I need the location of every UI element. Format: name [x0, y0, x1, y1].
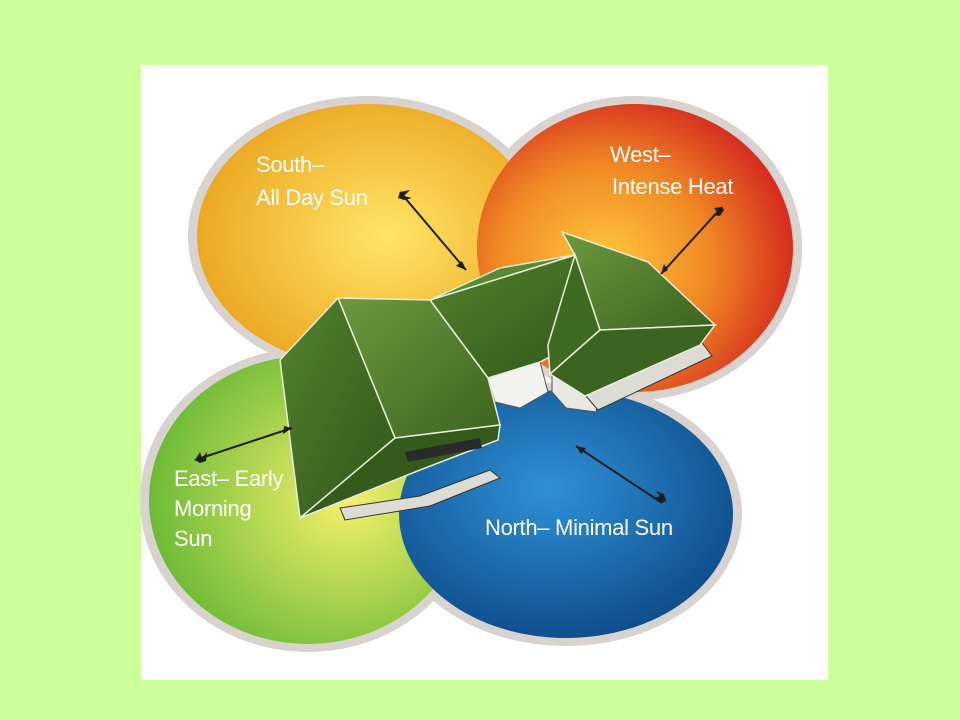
north-zone-circle: [399, 390, 733, 638]
direction-arrows: [194, 190, 724, 504]
north-arrow: [575, 445, 666, 504]
north-label: North– Minimal Sun: [485, 515, 673, 540]
west-arrow: [660, 206, 724, 275]
south-arrow: [398, 190, 467, 271]
west-label: West– Intense Heat: [610, 142, 733, 199]
east-arrow: [194, 426, 293, 463]
south-label: South– All Day Sun: [256, 152, 368, 210]
east-label: East– Early Morning Sun: [174, 466, 289, 551]
house-roof-illustration: [279, 230, 717, 521]
